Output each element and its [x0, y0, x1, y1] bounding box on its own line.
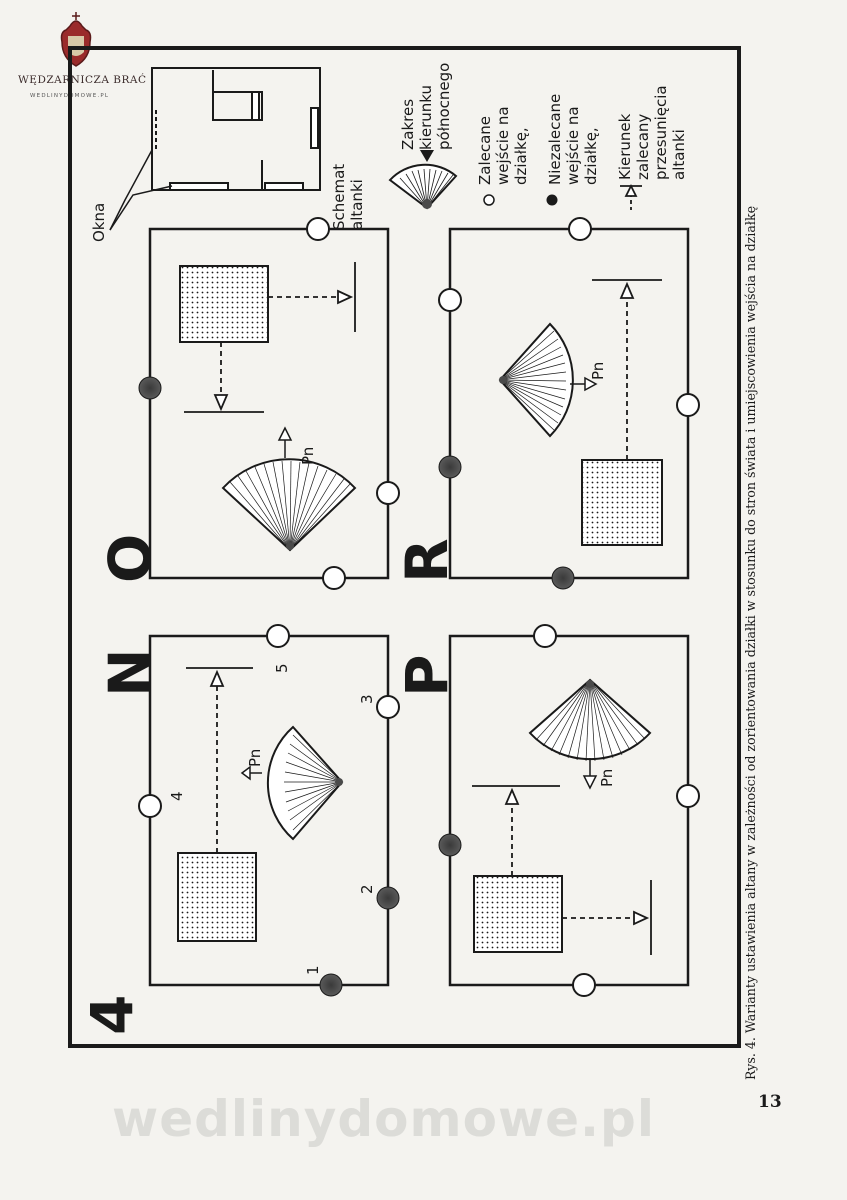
legend-recommended-entry-label: Zalecane wejście na działkę,	[476, 106, 530, 185]
point-number: 5	[273, 663, 291, 673]
entry-not-recommended	[138, 376, 162, 400]
svg-text:działkę,: działkę,	[582, 127, 600, 185]
svg-text:działkę,: działkę,	[512, 127, 530, 185]
svg-text:Kierunek: Kierunek	[616, 113, 634, 180]
entry-not-recommended	[376, 886, 400, 910]
legend-shift-direction-label: Kierunek zalecany przesunięcia altanki	[616, 85, 688, 180]
entry-recommended	[266, 624, 290, 648]
svg-text:kierunku: kierunku	[417, 85, 435, 150]
svg-text:wejście na: wejście na	[564, 106, 582, 185]
entry-recommended	[676, 784, 700, 808]
point-number: 2	[358, 884, 376, 894]
north-arrow	[570, 376, 598, 392]
svg-text:przesunięcia: przesunięcia	[652, 85, 670, 180]
legend-shift-direction-icon	[620, 183, 642, 210]
shift-direction-arrow	[186, 667, 253, 853]
page-number: 13	[758, 1092, 782, 1112]
shift-direction-arrow	[592, 279, 662, 460]
gazebo-block	[177, 852, 257, 942]
shift-direction-arrow	[184, 262, 356, 413]
legend-recommended-entry-icon	[483, 194, 495, 206]
shift-direction-arrow	[472, 785, 652, 955]
figure-number: 4	[78, 995, 146, 1035]
entry-recommended	[306, 217, 330, 241]
entry-recommended	[138, 794, 162, 818]
panel-p	[448, 634, 690, 987]
legend-north-range-label: Zakres kierunku północnego	[399, 63, 453, 150]
legend-north-fan-icon	[388, 150, 458, 210]
north-arrow	[277, 426, 293, 458]
north-range-fan	[498, 322, 574, 438]
logo-title: WĘDZARNICZA BRAĆ	[18, 74, 147, 86]
entry-not-recommended	[438, 833, 462, 857]
legend-not-recommended-entry-icon	[546, 194, 558, 206]
gazebo-block	[179, 265, 269, 343]
point-number: 4	[168, 791, 186, 801]
north-symbol: Pn	[589, 362, 607, 380]
svg-text:Zalecane: Zalecane	[476, 116, 494, 185]
svg-text:altanki: altanki	[670, 129, 688, 180]
north-arrow	[582, 758, 598, 790]
entry-recommended	[322, 566, 346, 590]
north-arrow	[240, 765, 262, 781]
north-range-fan	[221, 458, 357, 552]
entry-not-recommended	[319, 973, 343, 997]
figure-frame	[68, 46, 741, 1048]
north-symbol: Pn	[299, 447, 317, 465]
svg-text:altanki: altanki	[348, 179, 366, 230]
entry-recommended	[676, 393, 700, 417]
svg-text:Schemat: Schemat	[330, 164, 348, 230]
panel-o	[148, 227, 390, 580]
entry-not-recommended	[438, 455, 462, 479]
entry-recommended	[376, 695, 400, 719]
svg-text:wejście na: wejście na	[494, 106, 512, 185]
figure-caption: Rys. 4. Warianty ustawienia altany w zal…	[743, 205, 758, 1080]
gazebo-schema	[109, 67, 321, 231]
legend-windows-label: Okna	[90, 203, 108, 242]
variant-label-o: O	[96, 534, 164, 583]
svg-text:północnego: północnego	[435, 63, 453, 150]
variant-label-n: N	[96, 648, 164, 697]
entry-recommended	[376, 481, 400, 505]
north-range-fan	[528, 678, 652, 762]
north-symbol: Pn	[246, 749, 264, 767]
point-number: 1	[304, 965, 322, 975]
gazebo-block	[473, 875, 563, 953]
entry-recommended	[438, 288, 462, 312]
gazebo-block	[581, 459, 663, 546]
watermark: wedlinydomowe.pl	[112, 1090, 655, 1148]
north-symbol: Pn	[598, 769, 616, 787]
entry-not-recommended	[551, 566, 575, 590]
svg-text:Zakres: Zakres	[399, 99, 417, 150]
entry-recommended	[568, 217, 592, 241]
legend-schema-label: Schemat altanki	[330, 164, 366, 230]
legend-not-recommended-entry-label: Niezalecane wejście na działkę,	[546, 94, 600, 185]
svg-text:Niezalecane: Niezalecane	[546, 94, 564, 185]
north-range-fan	[266, 725, 344, 841]
svg-text:zalecany: zalecany	[634, 114, 652, 180]
entry-recommended	[572, 973, 596, 997]
point-number: 3	[358, 694, 376, 704]
entry-recommended	[533, 624, 557, 648]
